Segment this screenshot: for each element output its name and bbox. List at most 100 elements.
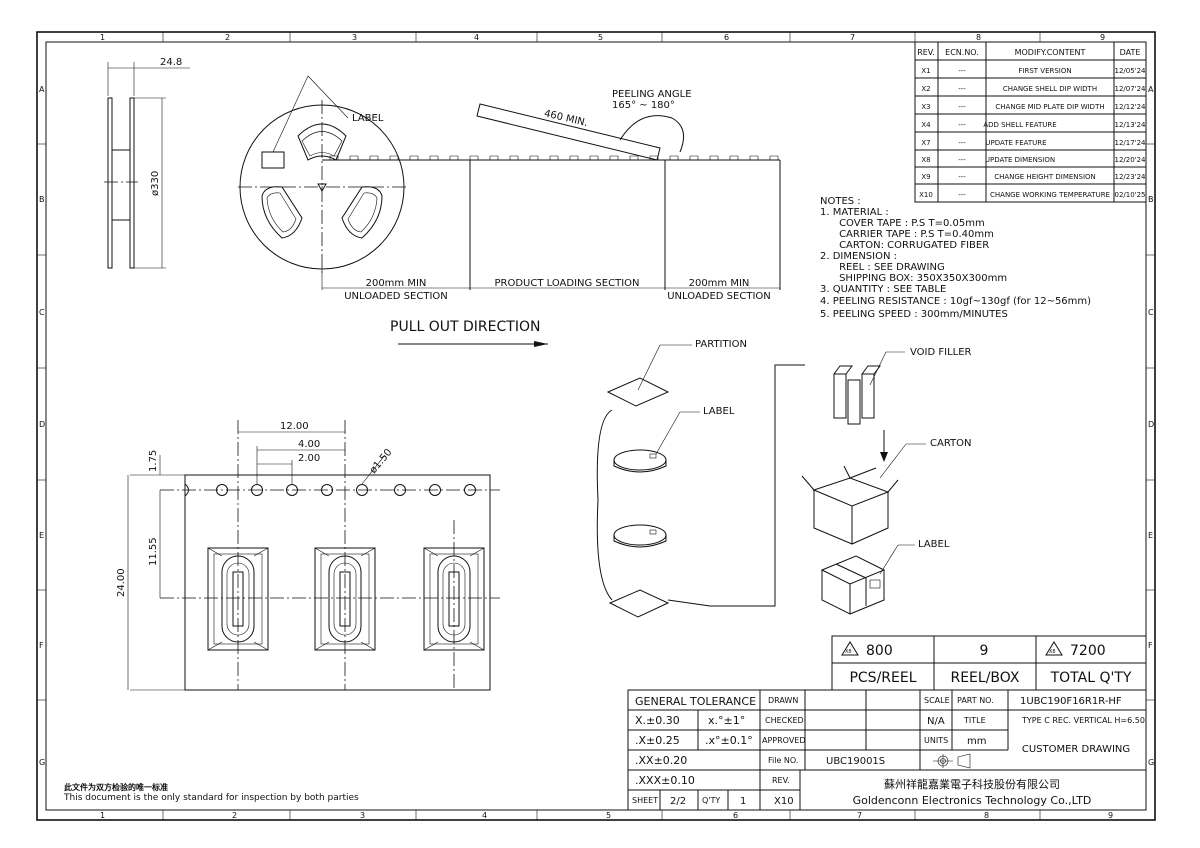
zone-bottom-5: 5 (606, 811, 611, 820)
zone-side-a-right: A (1148, 85, 1154, 94)
scale-label: SCALE (924, 696, 950, 705)
rev-row-rev: X3 (921, 103, 930, 111)
rev-row-date: 02/10'25 (1114, 191, 1145, 199)
qty-header-total: TOTAL Q'TY (1050, 670, 1132, 686)
zone-top-4: 4 (474, 33, 479, 42)
packing-sequence: PARTITION LABEL VOID FILLER (596, 339, 972, 618)
peeling-angle-title: PEELING ANGLE (612, 89, 692, 100)
rev-header-content: MODIFY.CONTENT (1015, 48, 1086, 57)
label-callout-box: LABEL (918, 539, 950, 550)
scale-value: N/A (927, 716, 945, 727)
sheet-label: SHEET (632, 796, 658, 805)
rev-row-date: 12/12'24 (1114, 103, 1146, 111)
disclaimer-chinese: 此文件为双方检验的唯一标准 (64, 782, 168, 792)
rev-row-date: 12/13'24 (1114, 121, 1146, 129)
rev-row-rev: X8 (921, 156, 930, 164)
dim-tape-width: 24.00 (116, 568, 127, 597)
reel-front-view: LABEL (238, 75, 406, 275)
zone-bottom-7: 7 (857, 811, 862, 820)
rev-row-rev: X10 (919, 191, 933, 199)
qty-total: 7200 (1070, 643, 1106, 659)
rev-label: REV. (772, 776, 790, 785)
dim-hole-pitch: 4.00 (298, 439, 320, 450)
tolerance-linear: .XXX±0.10 (635, 774, 695, 787)
drawing-title: TYPE C REC. VERTICAL H=6.50 (1021, 716, 1145, 725)
peeling-angle-value: 165° ~ 180° (612, 100, 675, 111)
rev-row-content: UPDATE DIMENSION (985, 156, 1055, 164)
rev-row-rev: X9 (921, 173, 930, 181)
file-no-value: UBC19001S (826, 756, 885, 767)
zone-side-c: C (39, 308, 45, 317)
rev-row-content: CHANGE SHELL DIP WIDTH (1003, 85, 1097, 93)
company-name-english: Goldenconn Electronics Technology Co.,LT… (853, 794, 1092, 807)
title-label: TITLE (963, 716, 986, 725)
rev-row-content: CHANGE HEIGHT DIMENSION (994, 173, 1096, 181)
qty-reel-box: 9 (980, 643, 989, 659)
zone-side-d: D (39, 420, 45, 429)
zone-top-7: 7 (850, 33, 855, 42)
zone-side-f: F (39, 641, 44, 650)
carrier-tape-view: 12.00 4.00 2.00 ø1.50 1.75 11.55 24.00 (116, 420, 500, 691)
zone-top-6: 6 (724, 33, 729, 42)
zone-bottom-3: 3 (360, 811, 365, 820)
approved-label: APPROVED (762, 736, 806, 745)
qty-header-pcs-reel: PCS/REEL (849, 670, 916, 686)
dim-hole-offset: 2.00 (298, 453, 320, 464)
quantity-table: X8 800 9 X8 7200 PCS/REEL REEL/BOX TOTAL… (831, 635, 1147, 691)
note-line: CARTON: CORRUGATED FIBER (820, 240, 989, 251)
reel-label-callout: LABEL (352, 113, 384, 124)
zone-bottom-4: 4 (482, 811, 487, 820)
rev-row-ecn: --- (958, 156, 966, 164)
qty-value: 1 (740, 796, 746, 807)
note-line: 1. MATERIAL : (820, 207, 889, 218)
tolerance-angular: .x°±0.1° (705, 734, 753, 747)
zone-side-f-right: F (1148, 641, 1153, 650)
tolerance-angular: x.°±1° (708, 714, 745, 727)
unloaded-dim-left: 200mm MIN (366, 278, 427, 289)
dim-pocket-pitch: 12.00 (280, 421, 309, 432)
reel-side-view: 24.8 ø330 (104, 57, 190, 269)
rev-row-content: UPDATE FEATURE (985, 139, 1046, 147)
qty-badge-2: X8 (1049, 649, 1056, 655)
qty-header-reel-box: REEL/BOX (950, 670, 1019, 686)
zone-top-9: 9 (1100, 33, 1105, 42)
product-loading-section: PRODUCT LOADING SECTION (494, 278, 639, 289)
dim-center: 11.55 (148, 537, 159, 566)
zone-bottom-6: 6 (733, 811, 738, 820)
zone-bottom-8: 8 (984, 811, 989, 820)
rev-row-rev: X7 (921, 139, 930, 147)
zone-side-e-right: E (1148, 531, 1153, 540)
zone-top-2: 2 (225, 33, 230, 42)
rev-row-content: ADD SHELL FEATURE (983, 121, 1056, 129)
rev-row-date: 12/23'24 (1114, 173, 1146, 181)
rev-row-rev: X4 (921, 121, 931, 129)
unloaded-dim-right: 200mm MIN (689, 278, 750, 289)
zone-bottom-1: 1 (100, 811, 105, 820)
rev-row-ecn: --- (958, 191, 966, 199)
dim-edge: 1.75 (148, 450, 159, 472)
tape-min-length: 460 MIN. (543, 108, 589, 129)
zone-side-g-right: G (1148, 758, 1154, 767)
revision-table: REV. ECN.NO. MODIFY.CONTENT DATE X1 --- … (914, 41, 1147, 203)
rev-row-date: 12/07'24 (1114, 85, 1146, 93)
notes-title: NOTES : (820, 196, 861, 207)
checked-label: CHECKED (765, 716, 804, 725)
zone-bottom-2: 2 (232, 811, 237, 820)
rev-header-date: DATE (1120, 48, 1141, 57)
zone-bottom-9: 9 (1108, 811, 1113, 820)
pull-out-direction: PULL OUT DIRECTION (390, 319, 540, 335)
carton-callout: CARTON (930, 438, 972, 449)
zone-top-1: 1 (100, 33, 105, 42)
note-line: 5. PEELING SPEED : 300mm/MINUTES (820, 309, 1008, 320)
rev-row-content: FIRST VERSION (1018, 67, 1071, 75)
drawing-frame: 1 2 3 4 5 6 7 8 9 1 2 3 4 5 6 7 8 9 A B … (36, 31, 1156, 821)
unloaded-section-left: UNLOADED SECTION (344, 291, 448, 302)
rev-row-ecn: --- (958, 121, 966, 129)
rev-row-date: 12/20'24 (1114, 156, 1146, 164)
qty-badge-1: X8 (845, 649, 852, 655)
rev-header-rev: REV. (917, 48, 935, 57)
rev-row-ecn: --- (958, 67, 966, 75)
projection-symbol (933, 753, 971, 769)
note-line: SHIPPING BOX: 350X350X300mm (820, 273, 1007, 284)
rev-row-ecn: --- (958, 103, 966, 111)
